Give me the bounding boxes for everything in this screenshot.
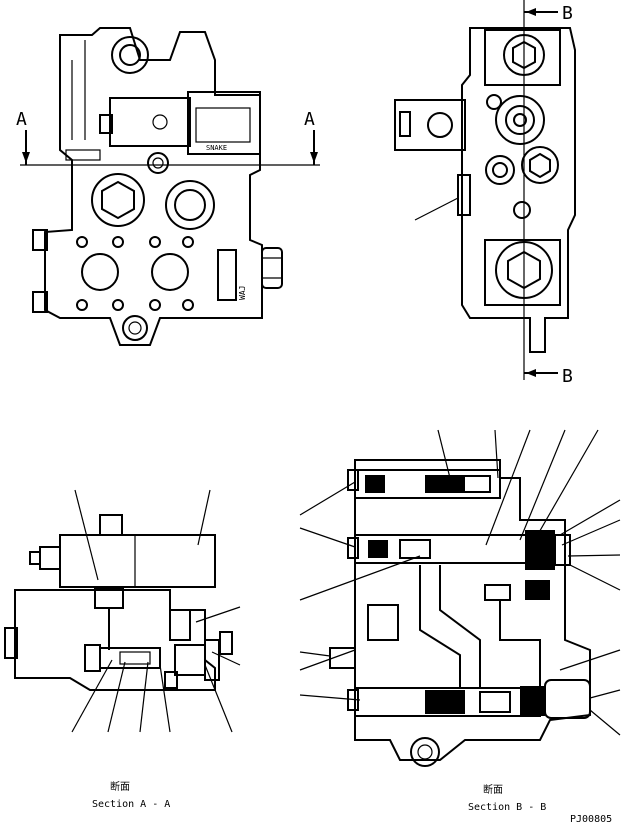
side-solenoid-nut [399, 111, 411, 137]
flange-holes [76, 236, 194, 311]
side-solenoid-port [427, 112, 453, 138]
section-aa-caption-jp: 断面 [110, 780, 130, 793]
hex-plug-left [101, 180, 135, 220]
section-arrowhead-b-bottom [526, 369, 536, 377]
section-bb-caption-en: Section B - B [468, 802, 546, 813]
side-view-body-outline [461, 27, 576, 353]
bb-left-cap-2 [347, 537, 359, 559]
section-arrowhead-a-left [22, 152, 30, 163]
side-valve-right-hex [529, 152, 551, 179]
front-view-body-outline [44, 27, 263, 346]
aa-leader-lines [71, 489, 241, 733]
side-plug [261, 247, 283, 289]
aa-plug [204, 639, 220, 681]
solenoid-block [109, 97, 191, 147]
aa-solenoid-tip [29, 551, 41, 565]
bb-passage-3 [499, 600, 541, 688]
side-solenoid [394, 99, 466, 151]
mount-eye-bore [128, 321, 142, 335]
side-boss [457, 174, 471, 216]
top-boss-bore [119, 44, 141, 66]
left-boss-bottom [32, 291, 48, 313]
aa-bottom-plug [164, 671, 178, 689]
side-plate-label: WAJ [238, 286, 247, 300]
plate-label: SNAKE [206, 144, 227, 152]
side-valve-right [521, 146, 559, 184]
aa-relief [174, 644, 206, 676]
bb-bore-1 [354, 469, 501, 499]
top-boss [111, 36, 149, 74]
aa-check-valve [169, 609, 191, 641]
front-view-hidden-lines [71, 40, 86, 140]
section-arrowhead-a-right [310, 152, 318, 163]
bb-spools [365, 475, 591, 719]
aa-left-cap [4, 627, 18, 659]
pilot-port [147, 152, 169, 174]
side-bottom-block [484, 239, 561, 306]
side-leader [414, 197, 459, 221]
port-large-right [165, 180, 215, 230]
bb-passage-2 [419, 565, 461, 688]
section-mark-a-left: A [16, 109, 27, 130]
section-mark-b-top: B [562, 3, 573, 24]
aa-solenoid-end [39, 546, 61, 570]
port-large-left [91, 173, 145, 227]
bb-passage-1 [439, 565, 481, 688]
port-large-right-bore [174, 189, 206, 221]
side-valve-large-core [513, 113, 527, 127]
pilot-port-inner [152, 157, 164, 169]
aa-solenoid-body [59, 534, 216, 588]
bb-bore-3 [367, 604, 399, 641]
front-view: SNAKE A A WAJ [16, 27, 320, 346]
section-arrowhead-b-top [526, 8, 536, 16]
bb-leader-lines [299, 429, 621, 736]
section-mark-a-right: A [304, 109, 315, 130]
bb-mount-eye-bore [417, 744, 433, 760]
section-aa-view: 断面 Section A - A [4, 489, 241, 810]
solenoid-nut [99, 114, 113, 134]
mount-eye [122, 315, 148, 341]
aa-spool-end [84, 644, 101, 672]
section-aa-caption-en: Section A - A [92, 799, 170, 810]
side-valve-large [495, 95, 545, 145]
bb-left-plug [329, 647, 356, 669]
section-bb-view: 断面 Section B - B [299, 429, 621, 813]
name-plate [65, 149, 101, 161]
side-valve-left [485, 155, 515, 185]
connector-housing [187, 91, 261, 155]
solenoid-port [152, 114, 168, 130]
side-valve-large-inner [505, 105, 535, 135]
section-mark-b-bottom: B [562, 366, 573, 387]
flange-port-left [81, 253, 119, 291]
bb-left-cap-1 [347, 469, 359, 491]
side-plate [217, 249, 237, 301]
side-top-block [484, 29, 561, 86]
drawing-code: PJ00805 [570, 814, 612, 825]
side-valve-left-inner [492, 162, 508, 178]
flange-port-right [151, 253, 189, 291]
aa-right-bolt [219, 631, 233, 655]
side-view: B B [394, 0, 576, 387]
section-bb-caption-jp: 断面 [483, 783, 503, 796]
left-boss-top [32, 229, 48, 251]
aa-valve-body [14, 589, 216, 691]
aa-solenoid-cap [99, 514, 123, 536]
connector-plate [195, 107, 251, 143]
bb-mount-eye [410, 737, 440, 767]
side-small-port-2 [513, 201, 531, 219]
side-small-port-1 [486, 94, 502, 110]
